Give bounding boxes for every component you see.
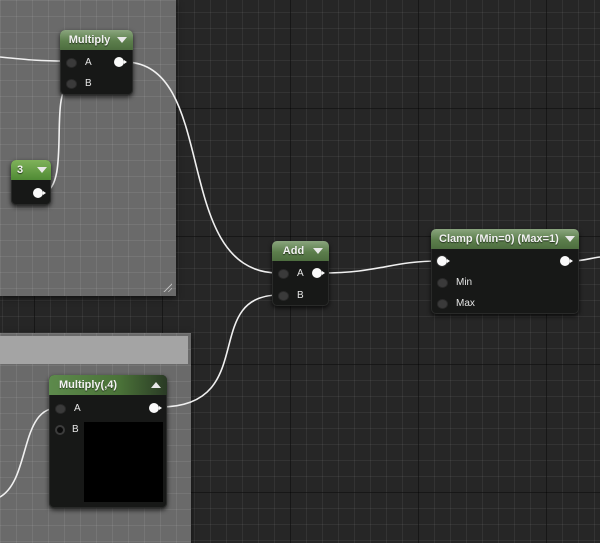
pin-output[interactable] xyxy=(560,256,573,266)
collapse-arrow-icon[interactable] xyxy=(117,37,127,43)
pin-input-min[interactable]: Min xyxy=(438,277,472,288)
preview-thumbnail xyxy=(84,422,163,502)
pin-input-b[interactable]: B xyxy=(57,424,79,435)
node-header[interactable]: Clamp (Min=0) (Max=1) xyxy=(431,229,579,249)
pin-icon[interactable] xyxy=(438,278,447,287)
pin-input-a[interactable]: A xyxy=(56,403,81,414)
wire-multiply-to-add-a xyxy=(123,61,279,274)
pin-output[interactable] xyxy=(33,188,46,198)
pin-input-a[interactable]: A xyxy=(279,268,304,279)
node-title: Multiply(,4) xyxy=(59,379,118,391)
node-clamp[interactable]: Clamp (Min=0) (Max=1) Min Max xyxy=(431,229,579,314)
node-title: Clamp (Min=0) (Max=1) xyxy=(439,233,559,245)
node-title: Add xyxy=(282,245,305,257)
pin-label: Max xyxy=(456,298,475,309)
wire-multiply4-to-add-b xyxy=(159,294,280,408)
node-title: Multiply xyxy=(68,34,111,46)
collapse-arrow-icon[interactable] xyxy=(37,167,47,173)
pin-label: A xyxy=(85,57,92,68)
pin-label: Min xyxy=(456,277,473,288)
pin-label: A xyxy=(297,268,304,279)
constant-value: 3 xyxy=(17,164,24,176)
node-header[interactable]: Multiply(,4) xyxy=(49,375,167,395)
wire-into-multiply4-a xyxy=(0,407,57,498)
pin-input-a[interactable]: A xyxy=(67,57,92,68)
collapse-arrow-icon[interactable] xyxy=(564,236,575,242)
pin-output[interactable] xyxy=(149,403,162,413)
pin-label: B xyxy=(72,424,79,435)
pin-label: B xyxy=(85,78,92,89)
pin-input-value[interactable] xyxy=(437,256,450,266)
collapse-arrow-icon[interactable] xyxy=(313,248,323,254)
pin-input-max[interactable]: Max xyxy=(438,298,475,309)
pin-label: A xyxy=(74,403,81,414)
node-add[interactable]: Add A B xyxy=(272,241,329,306)
pin-icon[interactable] xyxy=(438,299,447,308)
node-header[interactable]: Add xyxy=(272,241,329,261)
pin-input-b[interactable]: B xyxy=(67,78,92,89)
node-multiply-bottom[interactable]: Multiply(,4) A B xyxy=(49,375,167,508)
wire-add-to-clamp xyxy=(321,260,441,274)
pin-icon[interactable] xyxy=(67,79,76,88)
pin-input-b[interactable]: B xyxy=(279,290,304,301)
node-header[interactable]: Multiply xyxy=(60,30,133,50)
wire-input-to-multiply-a xyxy=(0,56,67,62)
pin-output[interactable] xyxy=(312,268,325,278)
node-header[interactable]: 3 xyxy=(11,160,51,180)
pin-icon[interactable] xyxy=(279,291,288,300)
pin-icon[interactable] xyxy=(279,269,288,278)
collapse-arrow-icon[interactable] xyxy=(151,382,161,388)
comment-title-bar[interactable] xyxy=(0,336,188,364)
pin-output[interactable] xyxy=(114,57,127,67)
node-constant[interactable]: 3 xyxy=(11,160,51,205)
pin-label: B xyxy=(297,290,304,301)
pin-icon[interactable] xyxy=(57,426,63,433)
node-multiply-top[interactable]: Multiply A B xyxy=(60,30,133,95)
resize-grip-icon[interactable] xyxy=(162,282,172,292)
pin-icon[interactable] xyxy=(56,404,65,413)
pin-icon[interactable] xyxy=(67,58,76,67)
